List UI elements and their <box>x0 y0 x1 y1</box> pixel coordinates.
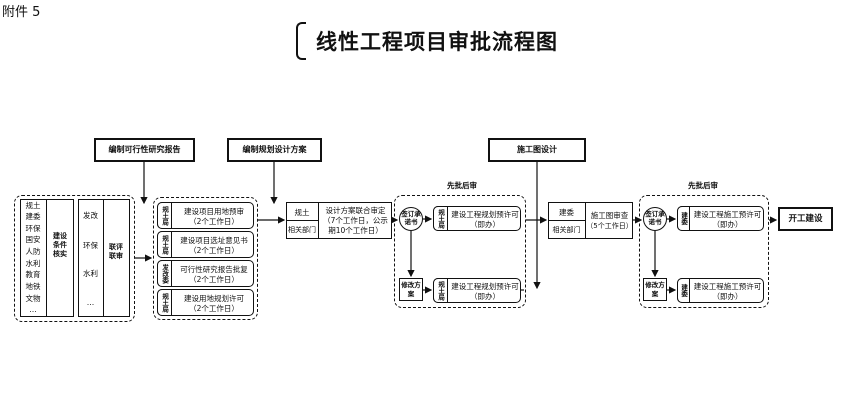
construction-prepermit-box-2 <box>677 278 764 303</box>
planning-prepermit-text-1: 建设工程规划预许可 <box>451 210 519 219</box>
construction-prepermit-box-1 <box>677 206 764 231</box>
approval-dept-4: 规土局 <box>157 289 172 316</box>
feasibility-report-box: 编制可行性研究报告 <box>94 138 195 162</box>
divider <box>548 220 585 221</box>
stage2-group <box>153 197 258 320</box>
dept-item: 水利 <box>25 259 41 268</box>
sign-commitment-1: 签订承诺书 <box>399 207 423 231</box>
planning-prepermit-text-2: 建设工程规划预许可 <box>451 282 519 291</box>
approval-box-2 <box>157 231 254 258</box>
construction-prepermit-text-1: 建设工程施工预许可 <box>693 210 762 219</box>
review-item: … <box>86 298 95 307</box>
joint-review-label: 联评联审 <box>109 243 123 261</box>
annex-label: 附件 5 <box>2 5 41 20</box>
condition-verify-label: 建设条件核实 <box>53 232 67 259</box>
dept-planning: 规土 <box>294 208 310 217</box>
dept-item: 教育 <box>25 270 41 279</box>
approval-text-3: 可行性研究报告批复 <box>180 265 248 274</box>
approval-text-2: 建设项目选址意见书 <box>180 236 248 245</box>
construction-drawing-box: 施工图设计 <box>488 138 586 162</box>
construction-prepermit-time-2: （即办） <box>712 292 743 301</box>
construction-prepermit-time-1: （即办） <box>712 220 743 229</box>
planning-dept-1: 规土局 <box>433 206 448 231</box>
approval-box-3 <box>157 260 254 287</box>
review-item: 环保 <box>83 241 98 250</box>
review-item: 发改 <box>83 211 98 220</box>
approve-first-label-2: 先批后审 <box>688 181 718 190</box>
approval-dept-3: 发改委 <box>157 260 172 287</box>
modify-plan-2: 修改方案 <box>643 278 667 301</box>
sign-commitment-2: 签订承诺书 <box>643 207 667 231</box>
dept-item: … <box>29 305 37 314</box>
dept-related: 相关部门 <box>288 226 316 234</box>
planning-scheme-box: 编制规划设计方案 <box>227 138 322 162</box>
design-review-text: 设计方案联合审定 <box>325 206 386 215</box>
dept-item: 建委 <box>25 212 41 221</box>
review-item: 水利 <box>83 269 98 278</box>
drawing-review-time: （5个工作日） <box>586 222 633 230</box>
dept-item: 人防 <box>25 247 41 256</box>
planning-dept-2: 规土局 <box>433 278 448 303</box>
approve-first-label-1: 先批后审 <box>447 181 477 190</box>
title-bracket <box>296 22 306 60</box>
approval-text-1: 建设项目用地预审 <box>184 207 244 216</box>
department-list-box <box>20 199 74 317</box>
divider <box>585 202 586 239</box>
divider <box>286 220 318 221</box>
design-review-publicity: 期10个工作日） <box>328 226 383 235</box>
dept-item: 国安 <box>25 235 41 244</box>
approval-dept-1: 规土局 <box>157 202 172 229</box>
start-construction-box: 开工建设 <box>778 207 833 231</box>
design-review-time: （7个工作日，公示 <box>323 216 388 225</box>
dept-related-2: 相关部门 <box>552 226 581 234</box>
diagram-title: 线性工程项目审批流程图 <box>316 30 558 54</box>
stage1-group <box>14 195 135 322</box>
dept-construction: 建委 <box>559 208 574 217</box>
planning-prepermit-time-2: （即办） <box>470 292 500 301</box>
dept-item: 规土 <box>25 201 41 210</box>
approval-box-1 <box>157 202 254 229</box>
joint-review-box <box>78 199 130 317</box>
approval-time-2: （2个工作日） <box>189 246 239 255</box>
divider <box>318 202 319 239</box>
approval-dept-2: 规土局 <box>157 231 172 258</box>
dept-item: 环保 <box>25 224 41 233</box>
diagram-title-block: 线性工程项目审批流程图 <box>296 22 560 60</box>
dept-item: 文物 <box>25 294 41 303</box>
divider <box>46 199 47 317</box>
approval-box-4 <box>157 289 254 316</box>
construction-dept-1: 建委 <box>677 206 690 231</box>
dept-item: 地铁 <box>25 282 41 291</box>
planning-prepermit-time-1: （即办） <box>470 220 500 229</box>
divider <box>103 199 104 317</box>
approval-time-1: （2个工作日） <box>189 217 239 226</box>
stage4-group <box>394 195 526 308</box>
modify-plan-1: 修改方案 <box>399 278 423 301</box>
approval-time-4: （2个工作日） <box>189 304 239 313</box>
drawing-review-text: 施工图审查 <box>590 211 629 220</box>
construction-dept-2: 建委 <box>677 278 690 303</box>
stage6-group <box>639 195 769 308</box>
approval-text-4: 建设用地规划许可 <box>184 294 244 303</box>
construction-prepermit-text-2: 建设工程施工预许可 <box>693 282 762 291</box>
approval-time-3: （2个工作日） <box>189 275 239 284</box>
